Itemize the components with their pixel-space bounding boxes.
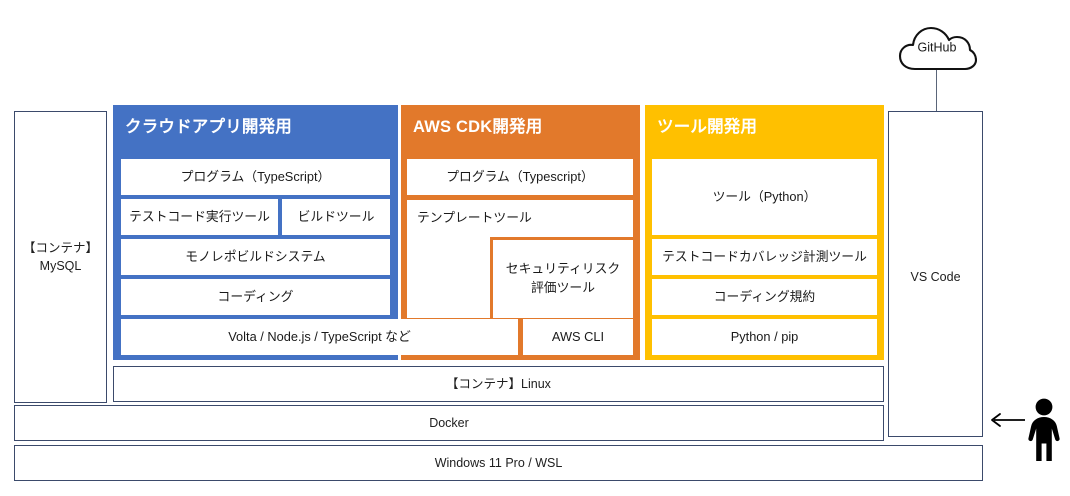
card-build-tool-label: ビルドツール bbox=[297, 208, 375, 224]
github-connector-line bbox=[936, 70, 938, 112]
vscode-box: VS Code bbox=[888, 111, 983, 437]
mysql-container-box: 【コンテナ】 MySQL bbox=[14, 111, 107, 403]
mysql-container-line2: MySQL bbox=[39, 259, 82, 273]
card-coverage-tool-label: テストコードカバレッジ計測ツール bbox=[662, 248, 867, 264]
card-python-pip-label: Python / pip bbox=[730, 328, 799, 344]
cloud-icon bbox=[898, 26, 978, 71]
card-tool-python-label: ツール（Python） bbox=[712, 188, 817, 204]
panel-aws-cdk-title: AWS CDK開発用 bbox=[413, 118, 543, 136]
card-volta-node-typescript-label: Volta / Node.js / TypeScript など bbox=[228, 328, 411, 344]
vscode-label: VS Code bbox=[910, 270, 961, 284]
card-program-typescript-label: プログラム（TypeScript） bbox=[180, 168, 331, 184]
host-os-row: Windows 11 Pro / WSL bbox=[14, 445, 983, 481]
docker-row: Docker bbox=[14, 405, 884, 441]
card-coverage-tool: テストコードカバレッジ計測ツール bbox=[652, 239, 877, 275]
card-template-tool-label: テンプレートツール bbox=[417, 210, 532, 225]
card-security-risk-tool: セキュリティリスク 評価ツール bbox=[490, 237, 633, 318]
card-coding-standard: コーディング規約 bbox=[652, 279, 877, 315]
linux-container-row-label: 【コンテナ】Linux bbox=[446, 376, 551, 391]
card-program-typescript-cdk: プログラム（Typescript） bbox=[407, 159, 633, 195]
card-security-risk-tool-line1: セキュリティリスク bbox=[505, 261, 621, 277]
card-coding: コーディング bbox=[121, 279, 390, 315]
mysql-container-line1: 【コンテナ】 bbox=[22, 240, 98, 255]
card-security-risk-tool-line2: 評価ツール bbox=[531, 280, 595, 295]
docker-row-label: Docker bbox=[429, 415, 469, 430]
card-program-typescript: プログラム（TypeScript） bbox=[121, 159, 390, 195]
developer-person-icon bbox=[1025, 398, 1063, 462]
host-os-row-label: Windows 11 Pro / WSL bbox=[434, 455, 563, 470]
card-tool-python: ツール（Python） bbox=[652, 159, 877, 235]
card-test-runner: テストコード実行ツール bbox=[121, 199, 278, 235]
linux-container-row: 【コンテナ】Linux bbox=[113, 366, 884, 402]
card-test-runner-label: テストコード実行ツール bbox=[129, 208, 270, 224]
card-build-tool: ビルドツール bbox=[282, 199, 390, 235]
panel-tooling-title: ツール開発用 bbox=[657, 118, 758, 136]
github-label: GitHub bbox=[917, 40, 957, 55]
card-python-pip: Python / pip bbox=[652, 319, 877, 355]
github-cloud: GitHub bbox=[897, 22, 978, 72]
card-volta-node-typescript: Volta / Node.js / TypeScript など bbox=[121, 319, 518, 355]
card-coding-label: コーディング bbox=[217, 288, 294, 304]
panel-cloud-app-title: クラウドアプリ開発用 bbox=[125, 118, 292, 136]
card-aws-cli: AWS CLI bbox=[523, 319, 633, 355]
card-monorepo-build-system-label: モノレポビルドシステム bbox=[185, 248, 326, 264]
card-aws-cli-label: AWS CLI bbox=[551, 328, 605, 344]
left-arrow-icon bbox=[988, 412, 1026, 428]
card-coding-standard-label: コーディング規約 bbox=[713, 288, 816, 304]
card-monorepo-build-system: モノレポビルドシステム bbox=[121, 239, 390, 275]
card-program-typescript-cdk-label: プログラム（Typescript） bbox=[446, 168, 594, 184]
